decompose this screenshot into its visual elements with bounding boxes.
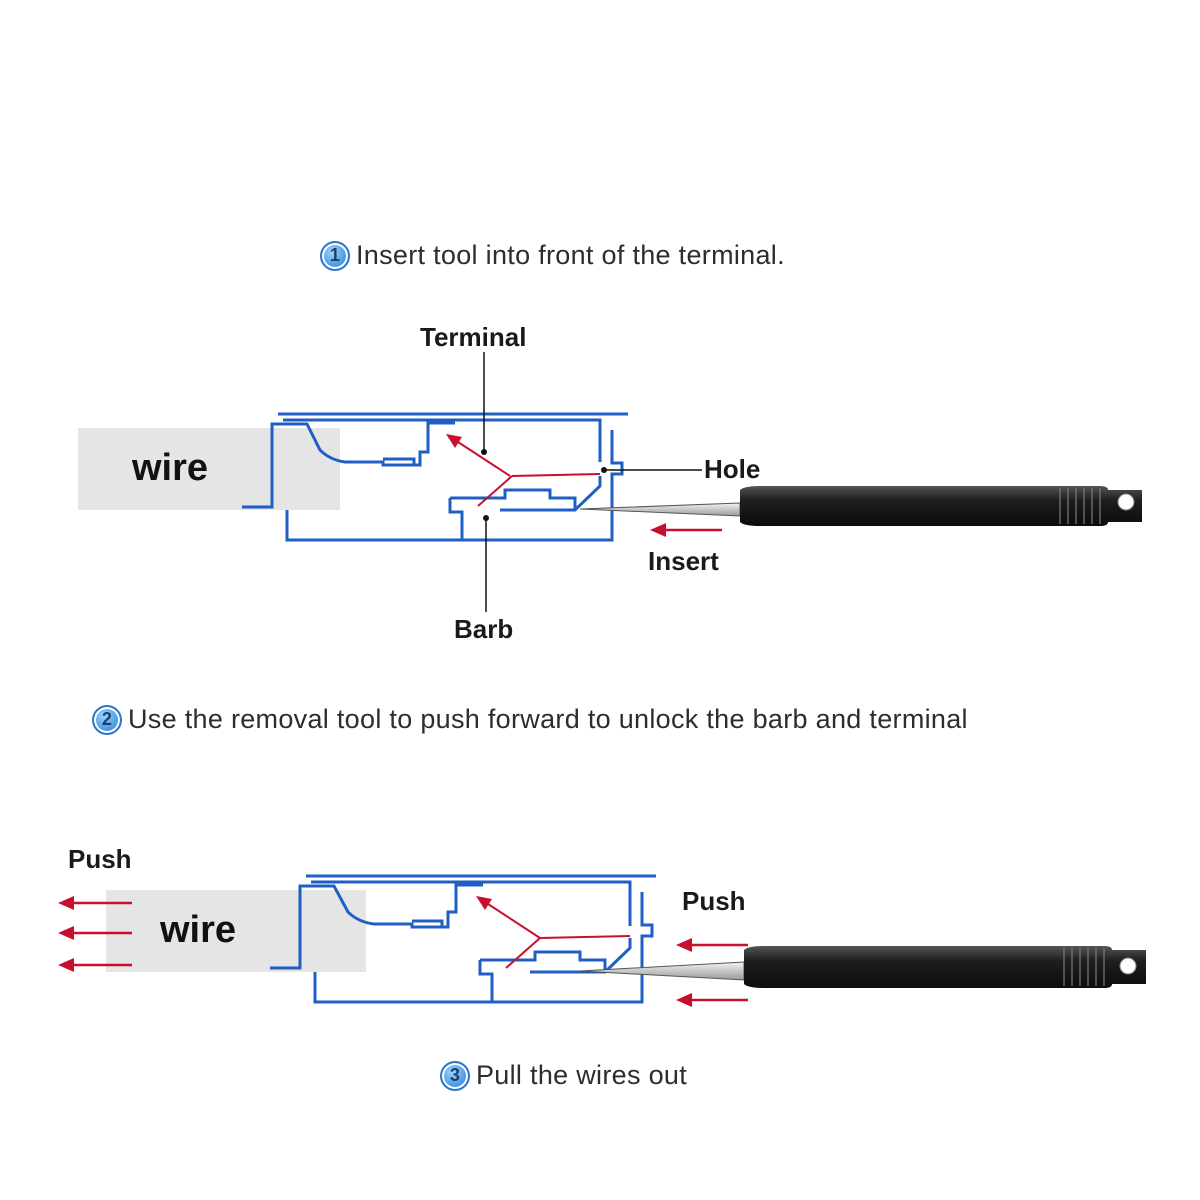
step-3-badge: 3 bbox=[440, 1060, 470, 1091]
lever-line bbox=[511, 473, 601, 477]
step-1-caption: 1 Insert tool into front of the terminal… bbox=[320, 240, 785, 271]
wire-body bbox=[78, 428, 340, 510]
tool-handle-2 bbox=[744, 946, 1146, 988]
insert-label: Insert bbox=[648, 546, 719, 576]
tool-hole bbox=[1117, 493, 1135, 511]
tool-hole-2 bbox=[1119, 957, 1137, 975]
barb-lever-line-2 bbox=[505, 937, 541, 969]
step-2-text: Use the removal tool to push forward to … bbox=[128, 704, 968, 734]
connector-housing-2 bbox=[270, 874, 656, 1004]
step-2-badge: 2 bbox=[92, 704, 122, 735]
wire-label: wire bbox=[131, 447, 208, 489]
terminal-callout-dot bbox=[481, 449, 487, 455]
terminal-arrow-2 bbox=[476, 896, 541, 939]
removal-tool bbox=[579, 486, 1142, 526]
push-right-arrows bbox=[676, 938, 748, 1007]
barb-lever-line bbox=[477, 475, 513, 507]
push-right-label: Push bbox=[682, 886, 746, 916]
tool-handle bbox=[740, 486, 1142, 526]
terminal-label: Terminal bbox=[420, 322, 526, 352]
barb-callout-dot bbox=[483, 515, 489, 521]
barb-label: Barb bbox=[454, 614, 513, 644]
removal-tool-2 bbox=[579, 946, 1146, 988]
wire-body-2 bbox=[106, 890, 366, 972]
insert-arrow bbox=[650, 523, 722, 537]
push-left-label: Push bbox=[68, 844, 132, 874]
terminal-arrow bbox=[446, 434, 511, 477]
diagram-2: wire Push Push bbox=[58, 844, 1146, 1007]
step-3-text: Pull the wires out bbox=[476, 1060, 687, 1090]
push-left-arrows bbox=[58, 896, 132, 972]
wire-label-2: wire bbox=[159, 909, 236, 951]
connector-housing bbox=[242, 412, 628, 542]
step-2-caption: 2 Use the removal tool to push forward t… bbox=[92, 704, 968, 735]
hole-callout-dot bbox=[601, 467, 607, 473]
step-1-text: Insert tool into front of the terminal. bbox=[356, 240, 785, 270]
step-1-badge: 1 bbox=[320, 240, 350, 271]
step-3-caption: 3 Pull the wires out bbox=[440, 1060, 687, 1091]
hole-label: Hole bbox=[704, 454, 760, 484]
tool-needle bbox=[579, 502, 741, 517]
diagram-1: wire Terminal Hole Barb Insert bbox=[78, 322, 1142, 644]
lever-line-2 bbox=[539, 935, 631, 939]
